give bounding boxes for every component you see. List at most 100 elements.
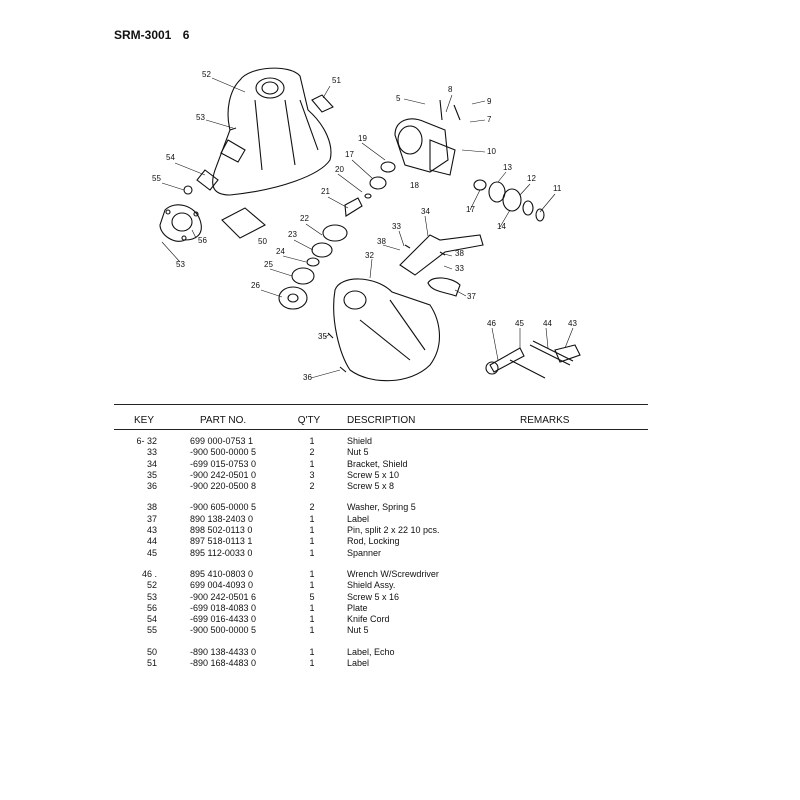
label-37-drawing	[427, 277, 461, 297]
qty-cell: 1	[309, 602, 315, 613]
callout: 25	[264, 260, 273, 269]
part-no-cell: -699 018-4083 0	[190, 602, 257, 613]
wrench-drawing	[489, 347, 525, 373]
callout: 18	[410, 181, 419, 190]
header-description: DESCRIPTION	[347, 415, 416, 426]
key-cell: 33	[146, 447, 157, 458]
header-part-no: PART NO.	[200, 415, 247, 426]
description-cell: Label	[347, 658, 370, 669]
qty-cell: 2	[309, 447, 315, 458]
callout: 54	[166, 153, 175, 162]
page-header: SRM-3001 6	[114, 28, 189, 42]
part-no-cell: 890 138-2403 0	[190, 513, 254, 524]
description-cell: Rod, Locking	[347, 536, 400, 547]
qty-cell: 1	[309, 658, 315, 669]
callout: 56	[198, 236, 207, 245]
qty-cell: 2	[309, 502, 315, 513]
callout: 14	[497, 222, 506, 231]
key-cell: 56	[146, 602, 157, 613]
part-no-cell: 895 112-0033 0	[190, 547, 253, 558]
part-no-cell: -900 500-0000 5	[190, 447, 257, 458]
key-cell: 43	[146, 525, 157, 536]
part-no-cell: -699 015-0753 0	[190, 458, 257, 469]
description-cell: Shield	[347, 436, 373, 446]
qty-cell: 1	[309, 525, 315, 536]
header-qty: Q'TY	[297, 415, 321, 426]
qty-cell: 1	[309, 580, 315, 591]
part-no-cell: -900 242-0501 6	[190, 591, 257, 602]
key-cell: 45	[146, 547, 157, 558]
table-top-rule	[114, 404, 648, 405]
callout: 46	[487, 319, 496, 328]
group-spacer	[0, 492, 800, 502]
key-cell: 44	[146, 536, 157, 547]
key-cell: 52	[146, 580, 157, 591]
part-no-cell: 699 004-4093 0	[190, 580, 254, 591]
table-row: 51 -890 168-4483 0 1 Label	[0, 658, 800, 669]
callout: 36	[303, 373, 312, 382]
exploded-parts-diagram: 5 8 9 7 10 19 17 18 20 21 22 23 24 25 26…	[152, 67, 581, 382]
callout: 10	[487, 147, 496, 156]
callout: 20	[335, 165, 344, 174]
callout: 21	[321, 187, 330, 196]
description-cell: Washer, Spring 5	[347, 502, 416, 513]
qty-cell: 1	[309, 536, 315, 547]
description-cell: Screw 5 x 16	[347, 591, 400, 602]
callout: 35	[318, 332, 327, 341]
callout: 33	[455, 264, 464, 273]
part-no-cell: -890 168-4483 0	[190, 658, 257, 669]
qty-cell: 1	[309, 568, 315, 579]
description-cell: Knife Cord	[347, 614, 390, 625]
callout: 50	[258, 237, 267, 246]
part-no-cell: -890 138-4433 0	[190, 646, 257, 657]
key-cell: 37	[146, 513, 157, 524]
callout: 11	[553, 184, 562, 193]
key-cell: 53	[146, 591, 157, 602]
callout: 38	[377, 237, 386, 246]
description-cell: Label, Echo	[347, 646, 395, 657]
callout: 26	[251, 281, 260, 290]
key-cell: 51	[146, 658, 157, 669]
diagram-callouts: 5 8 9 7 10 19 17 18 20 21 22 23 24 25 26…	[152, 70, 577, 382]
callout: 44	[543, 319, 552, 328]
qty-cell: 1	[309, 646, 315, 657]
callout: 43	[568, 319, 577, 328]
header-key: KEY	[134, 415, 155, 426]
group-spacer	[0, 559, 800, 569]
callout: 12	[527, 174, 536, 183]
key-cell: 6- 32	[136, 436, 157, 446]
part-no-cell: 699 000-0753 1	[190, 436, 254, 446]
description-cell: Pin, split 2 x 22 10 pcs.	[347, 525, 440, 536]
shield-drawing	[333, 278, 441, 382]
callout: 33	[392, 222, 401, 231]
callout: 9	[487, 97, 492, 106]
callout: 24	[276, 247, 285, 256]
label-51-drawing	[311, 94, 334, 113]
table-header-rule	[114, 429, 648, 430]
qty-cell: 1	[309, 547, 315, 558]
callout: 7	[487, 115, 492, 124]
callout: 52	[202, 70, 211, 79]
qty-cell: 5	[309, 591, 315, 602]
group-spacer	[0, 637, 800, 647]
part-no-cell: 895 410-0803 0	[190, 568, 254, 579]
qty-cell: 2	[309, 481, 315, 492]
callout: 53	[196, 113, 205, 122]
qty-cell: 1	[309, 625, 315, 636]
key-cell: 34	[146, 458, 157, 469]
shield-assy-drawing	[212, 67, 332, 196]
qty-cell: 1	[309, 513, 315, 524]
key-cell: 35	[146, 469, 157, 480]
page-number: 6	[182, 28, 190, 42]
callout: 45	[515, 319, 524, 328]
description-cell: Screw 5 x 10	[347, 469, 400, 480]
callout: 17	[466, 205, 475, 214]
